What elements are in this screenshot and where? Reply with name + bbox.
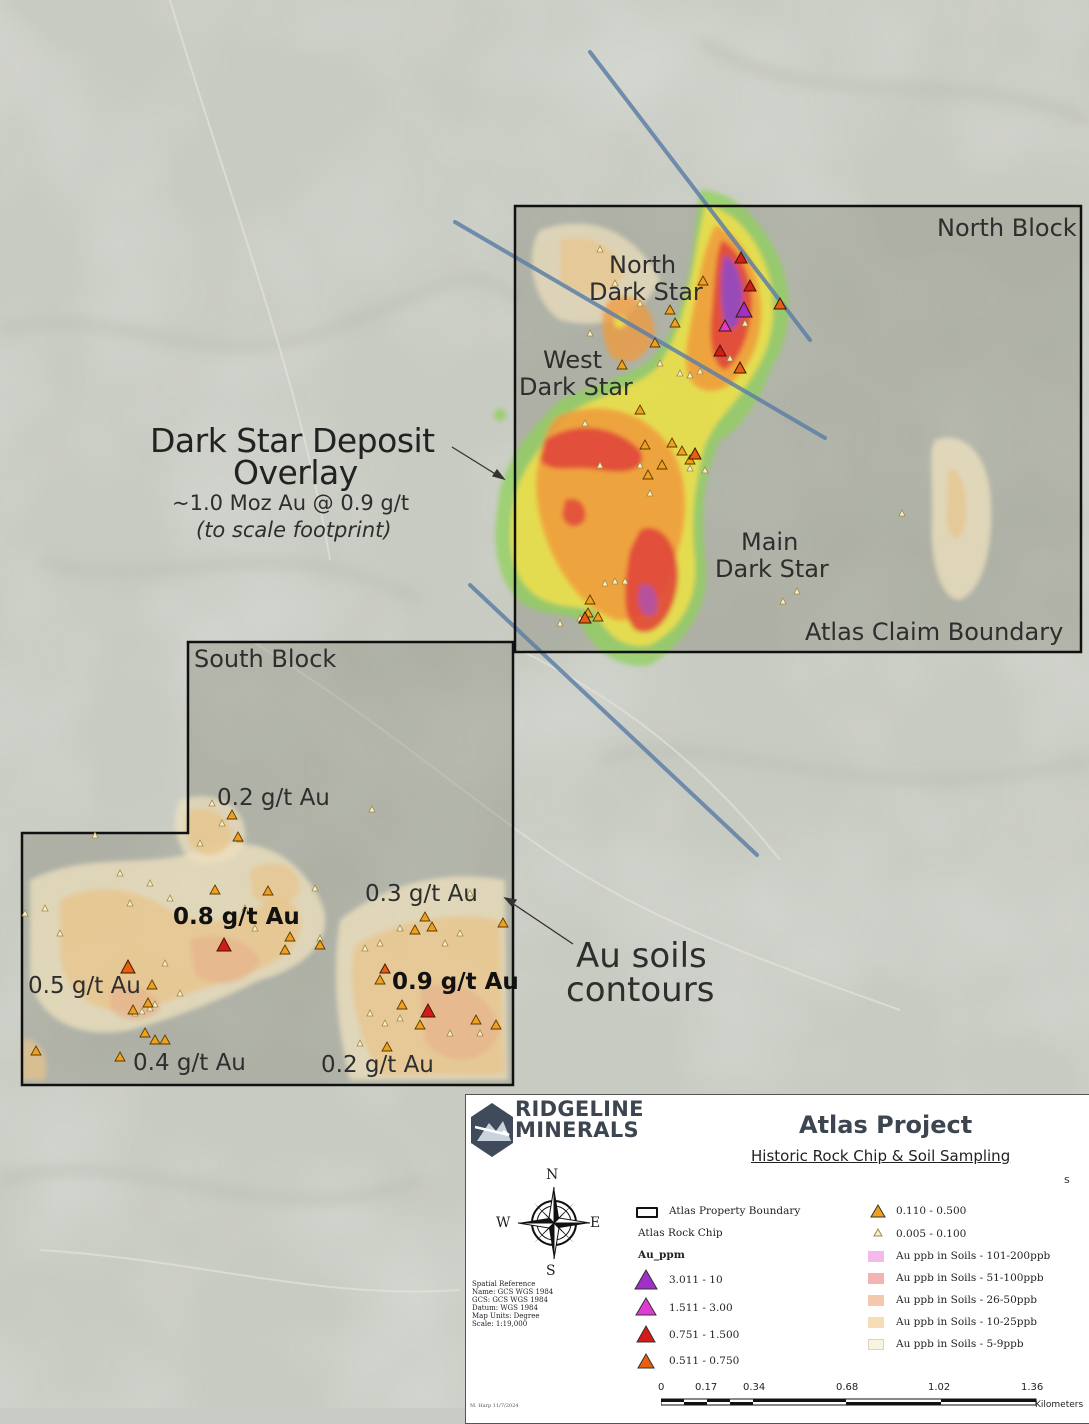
company-name-1: RIDGELINE [515,1097,644,1121]
map-author: M. Harp 11/7/2024 [470,1403,519,1409]
spatial-ref-line: Scale: 1:19,000 [472,1320,528,1328]
spatial-ref-line: Name: GCS WGS 1984 [472,1288,554,1296]
scale-tick-label: 0 [658,1382,665,1393]
compass-w: W [496,1215,511,1231]
rock-chip-samples-low [21,245,906,1047]
label-atlas-claim-boundary: Atlas Claim Boundary [805,618,1064,646]
deposit-overlay-note: (to scale footprint) [196,518,392,542]
scale-tick-label: 0.17 [695,1382,718,1393]
soil-class-label: Au ppb in Soils - 10-25ppb [896,1316,1037,1328]
rock-class-label: 0.751 - 1.500 [669,1329,740,1341]
rock-class-label: 0.005 - 0.100 [896,1228,967,1240]
spatial-ref-line: Datum: WGS 1984 [472,1304,538,1312]
scale-tick-label: 1.36 [1021,1382,1044,1393]
soil-swatch [868,1273,884,1284]
soil-class-label: Au ppb in Soils - 5-9ppb [896,1338,1024,1350]
north-soil-contours [531,223,992,600]
deposit-overlay-title-2: Overlay [233,453,358,492]
scale-bar [661,1398,1037,1406]
structural-fault-lines [453,50,827,857]
scale-tick-label: 0.34 [743,1382,766,1393]
soil-swatch [868,1339,884,1350]
north-arrow-compass-icon [517,1186,591,1260]
compass-e: E [590,1215,601,1231]
scale-tick-label: 1.02 [928,1382,951,1393]
spatial-ref-line: Spatial Reference [472,1280,536,1288]
south-soil-contours [22,796,508,1080]
au-soils-label-1: Au soils [576,936,707,976]
boundary-swatch [636,1207,658,1218]
grade-label: 0.9 g/t Au [392,969,519,995]
legend-subtitle: Historic Rock Chip & Soil Sampling [751,1147,1011,1165]
label-main-dark-star-2: Dark Star [715,555,829,583]
rock-class-label: 3.011 - 10 [669,1274,723,1286]
atlas-claim-boundary[interactable] [20,204,1083,1087]
map-legend: RIDGELINE MINERALS Atlas Project Histori… [465,1094,1089,1424]
company-logo-icon [471,1103,513,1157]
label-north-dark-star-2: Dark Star [589,278,703,306]
soil-swatch [868,1317,884,1328]
grade-label: 0.3 g/t Au [365,881,478,907]
spatial-ref-line: Map Units: Degree [472,1312,540,1320]
compass-s: S [546,1263,556,1279]
soil-class-label: Au ppb in Soils - 51-100ppb [896,1272,1044,1284]
legend-cut-char: s [1064,1173,1070,1186]
label-south-block: South Block [194,645,337,673]
label-main-dark-star-1: Main [741,528,799,556]
soil-class-label: Au ppb in Soils - 101-200ppb [896,1250,1051,1262]
rock-chip-samples-high [120,250,787,1018]
rock-class-label: 0.110 - 0.500 [896,1205,967,1217]
label-west-dark-star-1: West [543,346,603,374]
scale-unit: Kilometers [1035,1400,1084,1410]
soil-class-label: Au ppb in Soils - 26-50ppb [896,1294,1037,1306]
spatial-ref-line: GCS: GCS WGS 1984 [472,1296,548,1304]
rock-class-label: 1.511 - 3.00 [669,1302,733,1314]
au-soils-label-2: contours [566,970,715,1010]
grade-label: 0.5 g/t Au [28,973,141,999]
legend-boundary-label: Atlas Property Boundary [669,1205,801,1217]
soil-swatch [868,1251,884,1262]
grade-label: 0.2 g/t Au [217,785,330,811]
dark-star-deposit-overlay [494,190,789,666]
deposit-overlay-title-1: Dark Star Deposit [150,421,435,460]
label-west-dark-star-2: Dark Star [519,373,633,401]
grade-label: 0.2 g/t Au [321,1052,434,1078]
legend-field-name: Au_ppm [638,1249,685,1261]
rock-class-swatches-small [870,1204,886,1237]
deposit-overlay-subtitle: ~1.0 Moz Au @ 0.9 g/t [172,491,410,515]
legend-rock-chip-heading: Atlas Rock Chip [638,1227,723,1239]
scale-tick-label: 0.68 [836,1382,859,1393]
label-north-dark-star-1: North [609,251,677,279]
soil-swatch [868,1295,884,1306]
compass-n: N [546,1167,559,1183]
label-north-block: North Block [937,214,1077,242]
rock-class-swatches [634,1269,658,1369]
grade-label: 0.8 g/t Au [173,904,300,930]
company-name-2: MINERALS [515,1118,639,1142]
rock-class-label: 0.511 - 0.750 [669,1355,740,1367]
legend-title: Atlas Project [799,1111,973,1139]
grade-label: 0.4 g/t Au [133,1050,246,1076]
callout-arrows [451,446,574,945]
terrain-ridges [0,35,1089,1205]
